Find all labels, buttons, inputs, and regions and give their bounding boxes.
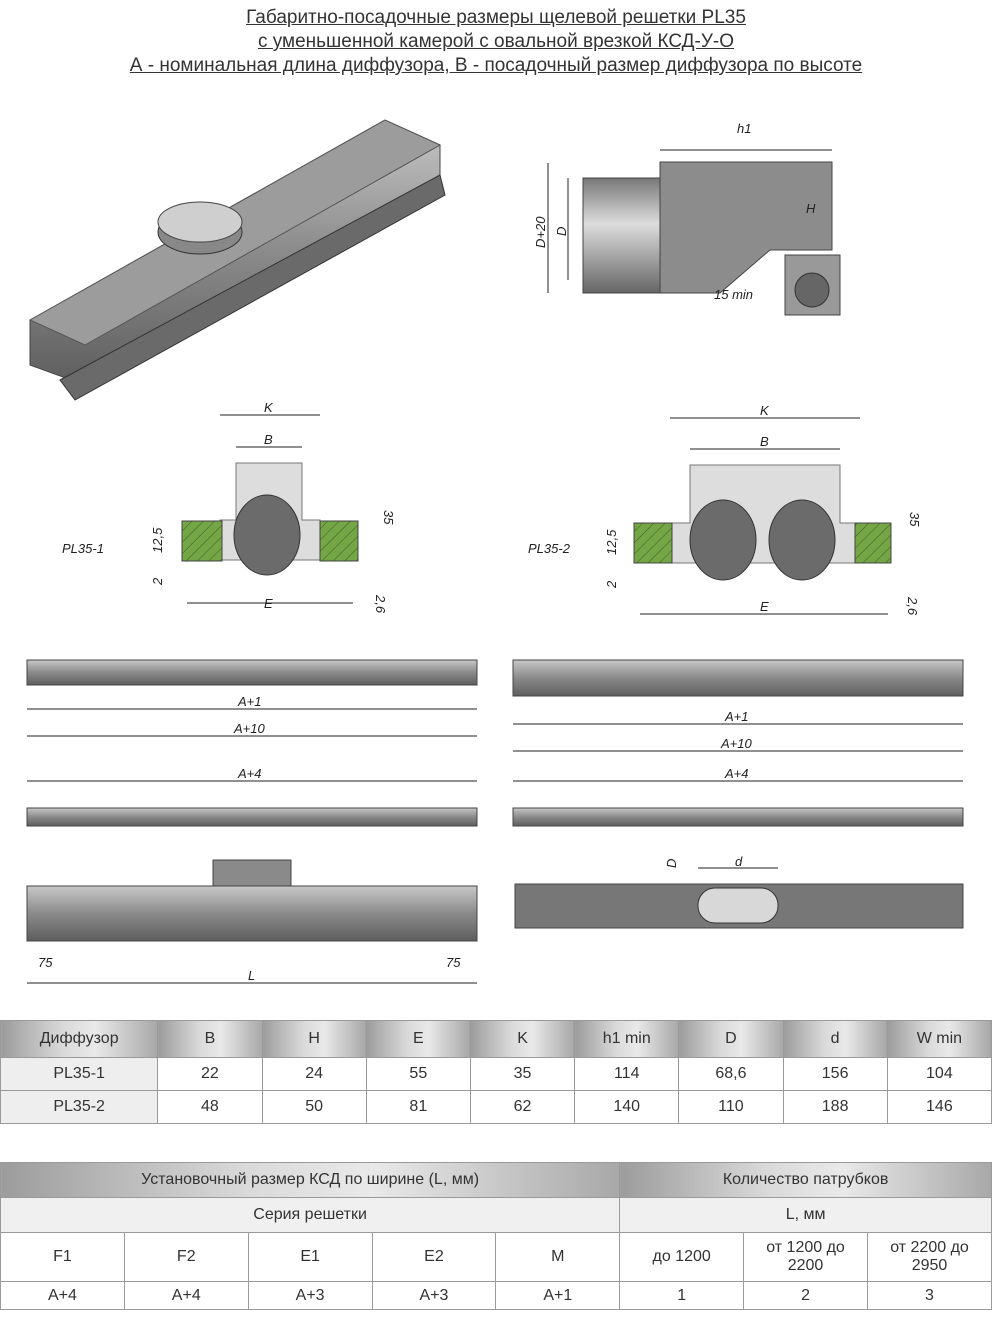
h125-label: 12,5 xyxy=(150,527,165,553)
h26-label: 2,6 xyxy=(373,594,388,614)
cell: 48 xyxy=(157,1090,263,1124)
a4-label: A+4 xyxy=(724,766,749,781)
cell: 50 xyxy=(261,1090,367,1124)
technical-drawings: h1 H D+20 D 15 min PL35-1 K B E 35 12,5 … xyxy=(26,119,964,984)
cell: 188 xyxy=(782,1090,888,1124)
front-view-2: A+1 A+10 A+4 xyxy=(512,659,964,827)
cell: 146 xyxy=(886,1090,992,1124)
cell: PL35-2 xyxy=(0,1090,159,1124)
k-label: K xyxy=(264,400,274,415)
subheader-length: L, мм xyxy=(619,1197,992,1233)
section-pl35-2: PL35-2 K B E 35 12,5 2 2,6 xyxy=(528,403,922,616)
h35-label: 35 xyxy=(381,510,396,525)
installation-table: Установочный размер КСД по ширине (L, мм… xyxy=(0,1162,992,1310)
cell: PL35-1 xyxy=(0,1057,159,1091)
cell: 68,6 xyxy=(678,1057,784,1091)
cell: 62 xyxy=(469,1090,576,1124)
col-header: h1 min xyxy=(574,1020,680,1058)
cell: A+1 xyxy=(495,1281,621,1310)
cell: 2 xyxy=(743,1281,868,1310)
d-label: D xyxy=(664,859,679,868)
col-header: B xyxy=(157,1020,263,1058)
title-line-3: А - номинальная длина диффузора, В - пос… xyxy=(129,55,863,76)
cell: до 1200 xyxy=(619,1232,745,1282)
cell: 55 xyxy=(365,1057,471,1091)
h35-label: 35 xyxy=(907,512,922,527)
front-view-1: A+1 A+10 A+4 xyxy=(26,659,478,827)
cell: 81 xyxy=(365,1090,471,1124)
header-installation-size: Установочный размер КСД по ширине (L, мм… xyxy=(0,1162,621,1198)
col-header: W min xyxy=(886,1020,992,1058)
cell: M xyxy=(495,1232,621,1282)
cell: A+3 xyxy=(371,1281,497,1310)
isometric-view xyxy=(28,119,446,401)
cell: 156 xyxy=(782,1057,888,1091)
cell: 22 xyxy=(157,1057,263,1091)
col-header: d xyxy=(782,1020,888,1058)
a10-label: A+10 xyxy=(720,736,752,751)
cell: 104 xyxy=(886,1057,992,1091)
small-d-label: d xyxy=(735,854,743,869)
cell: 1 xyxy=(619,1281,745,1310)
h26-label: 2,6 xyxy=(905,596,920,616)
table-row: PL35-2 48 50 81 62 140 110 188 146 xyxy=(0,1090,992,1124)
d20-label: D+20 xyxy=(533,216,548,248)
a4-label: A+4 xyxy=(237,766,262,781)
col-header: D xyxy=(678,1020,784,1058)
cell: E1 xyxy=(247,1232,373,1282)
cell: от 2200 до 2950 xyxy=(867,1232,992,1282)
cell: A+4 xyxy=(123,1281,249,1310)
table-row: PL35-1 22 24 55 35 114 68,6 156 104 xyxy=(0,1057,992,1091)
cell: 114 xyxy=(574,1057,680,1091)
header-nozzle-count: Количество патрубков xyxy=(619,1162,992,1198)
a1-label: A+1 xyxy=(724,709,749,724)
cell: 110 xyxy=(678,1090,784,1124)
section1-name: PL35-1 xyxy=(62,541,104,556)
k-label: K xyxy=(760,403,770,418)
dimensions-table: Диффузор B H E K h1 min D d W min PL35-1… xyxy=(0,1020,992,1124)
cell: F1 xyxy=(0,1232,125,1282)
cell: от 1200 до 2200 xyxy=(743,1232,868,1282)
cell: E2 xyxy=(371,1232,497,1282)
subheader-series: Серия решетки xyxy=(0,1197,621,1233)
a1-label: A+1 xyxy=(237,694,262,709)
cell: A+3 xyxy=(247,1281,373,1310)
cell: A+4 xyxy=(0,1281,125,1310)
col-header: Диффузор xyxy=(0,1020,159,1058)
section-pl35-1: PL35-1 K B E 35 12,5 2 2,6 xyxy=(62,400,396,614)
e-label: E xyxy=(264,596,273,611)
cell: F2 xyxy=(123,1232,249,1282)
table-row: A+4 A+4 A+3 A+3 A+1 1 2 3 xyxy=(0,1281,992,1310)
h1-label: h1 xyxy=(737,121,751,136)
cell: 24 xyxy=(261,1057,367,1091)
plenum-view-1: 75 75 L xyxy=(26,859,478,984)
h2-label: 2 xyxy=(150,577,165,586)
dim-75-right: 75 xyxy=(446,955,461,970)
cell: 140 xyxy=(574,1090,680,1124)
cell: 3 xyxy=(867,1281,992,1310)
side-view: h1 H D+20 D 15 min xyxy=(533,121,841,316)
cell: 35 xyxy=(469,1057,576,1091)
col-header: K xyxy=(469,1020,576,1058)
h2-label: 2 xyxy=(604,580,619,589)
col-header: H xyxy=(261,1020,367,1058)
b-label: B xyxy=(760,434,769,449)
e-label: E xyxy=(760,599,769,614)
col-header: E xyxy=(365,1020,471,1058)
table-row: F1 F2 E1 E2 M до 1200 от 1200 до 2200 от… xyxy=(0,1232,992,1282)
plenum-view-2: D d xyxy=(514,854,964,929)
min15-label: 15 min xyxy=(714,287,753,302)
l-label: L xyxy=(248,968,255,983)
h125-label: 12,5 xyxy=(604,529,619,555)
title-line-2: с уменьшенной камерой с овальной врезкой… xyxy=(257,31,735,52)
dim-75-left: 75 xyxy=(38,955,53,970)
title-line-1: Габаритно-посадочные размеры щелевой реш… xyxy=(246,7,746,28)
h-label: H xyxy=(806,201,816,216)
section2-name: PL35-2 xyxy=(528,541,571,556)
b-label: B xyxy=(264,432,273,447)
a10-label: A+10 xyxy=(233,721,265,736)
d-label: D xyxy=(554,227,569,236)
